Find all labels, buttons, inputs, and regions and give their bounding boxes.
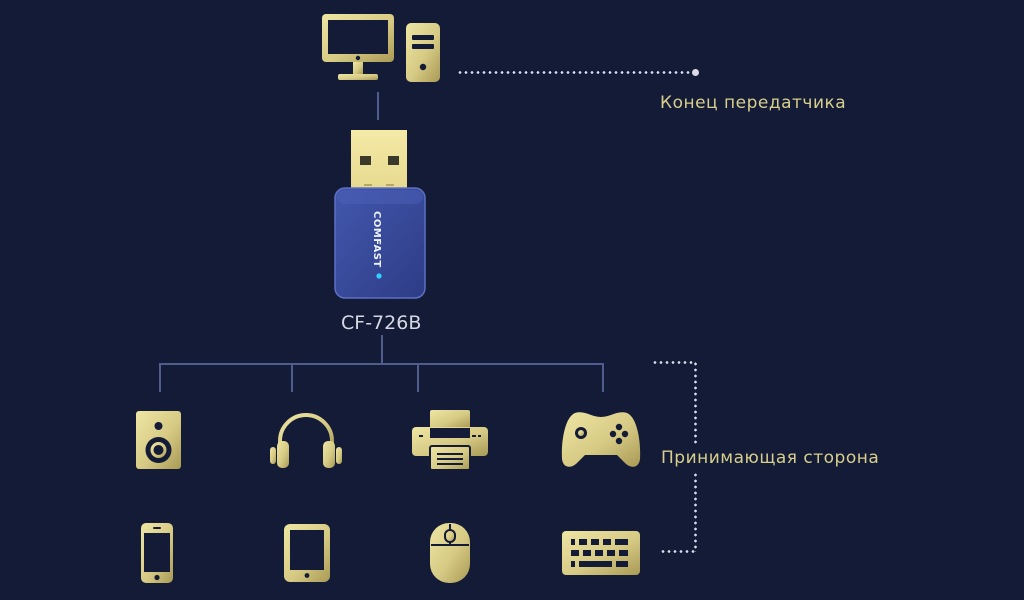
transmitter-label: Конец передатчика: [660, 93, 847, 113]
tree-branch-2: [291, 363, 293, 392]
adapter-brand: COMFAST: [371, 211, 382, 268]
headphones-icon: [270, 413, 342, 468]
transmitter-connector-endpoint: [692, 69, 699, 76]
receiver-bracket-upper: [694, 361, 697, 445]
usb-wifi-adapter: COMFAST: [334, 130, 426, 299]
tree-branch-1: [159, 363, 161, 392]
receiver-bracket-lower: [694, 472, 697, 552]
transmitter-dotted-connector: [457, 71, 693, 74]
tablet-icon: [284, 524, 330, 582]
receiver-label: Принимающая сторона: [661, 448, 880, 468]
mouse-icon: [430, 523, 470, 583]
printer-icon: [412, 410, 488, 470]
pc-tower-icon: [406, 23, 440, 82]
receiver-bracket-top: [652, 361, 696, 364]
tree-horizontal: [159, 363, 604, 365]
smartphone-icon: [141, 523, 173, 583]
tree-branch-3: [417, 363, 419, 392]
monitor-icon: [322, 14, 394, 80]
adapter-tree-stem: [381, 335, 383, 364]
adapter-model-label: CF-726B: [341, 312, 422, 334]
tree-branch-4: [602, 363, 604, 392]
keyboard-icon: [562, 531, 640, 575]
speaker-icon: [136, 411, 181, 469]
pc-adapter-connector: [377, 92, 379, 120]
receiver-bracket-bottom: [660, 550, 697, 553]
gamepad-icon: [561, 412, 641, 467]
